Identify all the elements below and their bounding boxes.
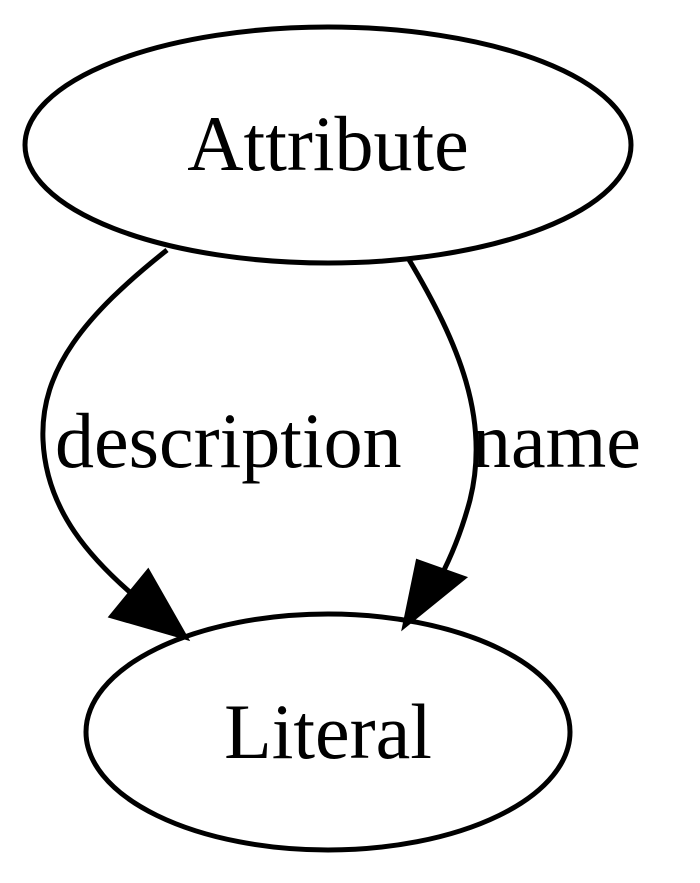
edge-name: name: [401, 256, 641, 632]
node-literal: Literal: [83, 611, 573, 853]
node-attribute: Attribute: [22, 24, 634, 266]
edge-description-label: description: [55, 397, 402, 484]
node-attribute-shape: [22, 24, 634, 266]
node-literal-shape: [83, 611, 573, 853]
edge-name-line: [405, 256, 479, 580]
edge-name-label: name: [472, 397, 641, 484]
edge-description-line: [40, 248, 169, 607]
node-attribute-label: Attribute: [187, 100, 469, 187]
node-literal-label: Literal: [224, 688, 432, 775]
edge-description: description: [40, 248, 402, 642]
edge-description-arrowhead: [107, 567, 191, 642]
edge-name-arrowhead: [401, 558, 469, 632]
